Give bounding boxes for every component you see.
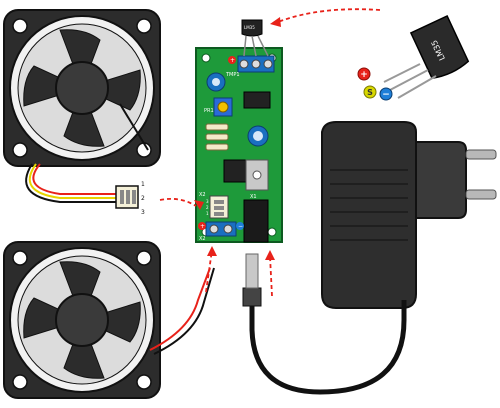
tmp1-terminal bbox=[237, 55, 275, 73]
ic-chip bbox=[243, 91, 271, 109]
svg-text:S: S bbox=[367, 88, 373, 97]
board-plus-bottom: + bbox=[198, 222, 206, 230]
arrow-jack-to-x1 bbox=[269, 255, 273, 297]
power-terminal-x2 bbox=[205, 221, 237, 237]
fan-header-pin-3: 3 bbox=[206, 199, 209, 204]
top-fan-cable: 1 2 3 bbox=[25, 163, 145, 216]
fan-cable-pin-1: 1 bbox=[141, 181, 145, 188]
board-sensor-label: LM35 bbox=[244, 25, 255, 30]
fan-cable-pin-2: 2 bbox=[141, 195, 145, 202]
arrow-heads bbox=[194, 17, 281, 260]
fan-header-pin-1: 1 bbox=[206, 211, 209, 216]
dc-jack-x1 bbox=[243, 199, 269, 243]
pcb-board: TMP1 + PR1 bbox=[195, 47, 283, 243]
fan-cable-pin-3: 3 bbox=[141, 209, 145, 216]
legend-signal: S bbox=[363, 85, 377, 99]
x1-label: X1 bbox=[250, 194, 257, 200]
bottom-fan-cable bbox=[149, 267, 215, 355]
plug-pins bbox=[465, 149, 497, 200]
x2-label-bottom: X2 bbox=[199, 236, 206, 242]
svg-text:+: + bbox=[230, 57, 235, 64]
legend-minus: − bbox=[379, 87, 393, 101]
svg-text:+: + bbox=[360, 70, 368, 80]
fan-header-pin-2: 2 bbox=[206, 205, 209, 210]
svg-text:+: + bbox=[200, 223, 205, 230]
arrow-wires-to-terminal bbox=[205, 249, 213, 293]
board-minus-bottom: − bbox=[236, 222, 244, 230]
x2-label-top: X2 bbox=[199, 192, 206, 198]
arrow-sensor-to-board bbox=[277, 8, 381, 23]
adapter-cable bbox=[249, 300, 407, 395]
dc-plug bbox=[242, 253, 262, 307]
legend-plus: + bbox=[357, 67, 371, 81]
capacitor-middle bbox=[247, 125, 269, 147]
potentiometer bbox=[213, 97, 233, 117]
svg-text:−: − bbox=[382, 90, 390, 100]
lm35-sensor: LM35 bbox=[383, 14, 470, 99]
board-sensor: LM35 bbox=[241, 19, 269, 57]
capacitor-top bbox=[206, 72, 226, 92]
pin-legend: + S − bbox=[357, 67, 393, 101]
tmp1-label: TMP1 bbox=[225, 72, 240, 78]
arrow-fan-to-header bbox=[159, 197, 197, 207]
board-plus-marker: + bbox=[228, 56, 236, 64]
svg-text:−: − bbox=[238, 223, 243, 230]
connection-arrows bbox=[159, 8, 381, 297]
fan-header-x2 bbox=[209, 195, 229, 219]
power-transistor bbox=[223, 159, 269, 191]
top-fan bbox=[3, 9, 161, 167]
pot-label: PR1 bbox=[204, 108, 214, 114]
power-adapter bbox=[242, 121, 497, 395]
bottom-fan bbox=[3, 241, 161, 399]
resistors bbox=[205, 123, 229, 151]
